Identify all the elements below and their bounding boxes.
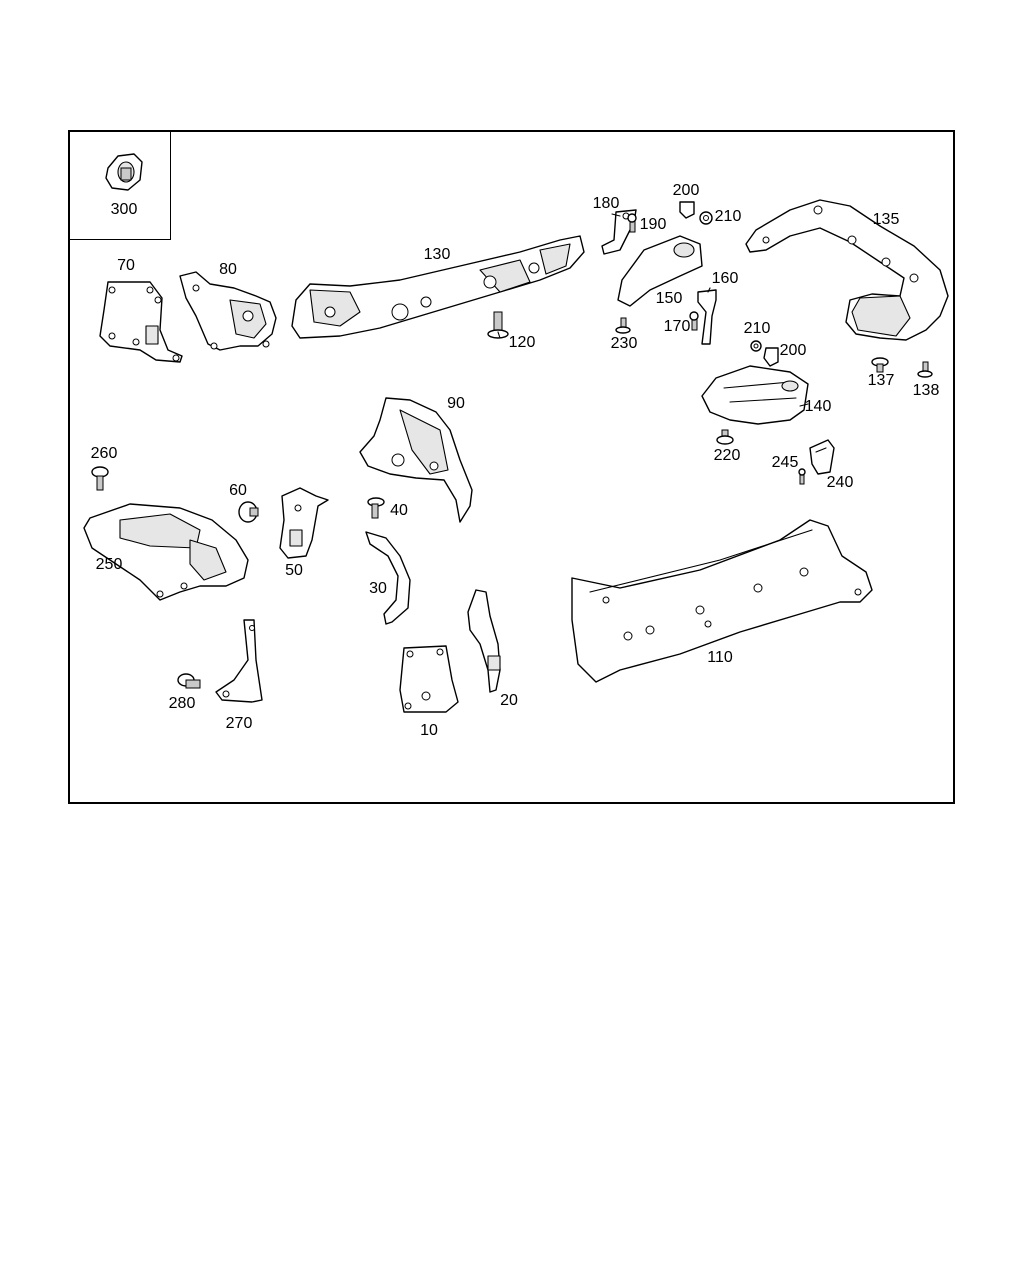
part-150-shield xyxy=(617,235,703,307)
part-130-member xyxy=(291,235,585,339)
label-50: 50 xyxy=(285,562,303,579)
part-110-panel xyxy=(571,519,873,683)
label-250: 250 xyxy=(95,556,123,573)
leader-lines xyxy=(497,213,809,407)
label-135: 135 xyxy=(872,211,900,228)
label-170: 170 xyxy=(663,318,691,335)
part-210b-nut xyxy=(750,340,762,352)
label-180: 180 xyxy=(592,195,620,212)
part-10-bracket xyxy=(399,645,459,713)
part-280-screw xyxy=(177,673,201,689)
label-230: 230 xyxy=(610,335,638,352)
label-190: 190 xyxy=(639,216,667,233)
label-140: 140 xyxy=(804,398,832,415)
label-60: 60 xyxy=(229,482,247,499)
label-70: 70 xyxy=(117,257,135,274)
label-240: 240 xyxy=(826,474,854,491)
part-170-screw xyxy=(689,311,699,331)
part-20-bracket xyxy=(467,589,501,693)
part-220-screw xyxy=(716,429,734,445)
label-270: 270 xyxy=(225,715,253,732)
part-230-screw xyxy=(615,317,631,334)
part-70-panel xyxy=(99,281,183,363)
part-80-panel xyxy=(179,271,277,351)
part-245-screw xyxy=(798,468,806,485)
label-210-top: 210 xyxy=(714,208,742,225)
part-50-bracket xyxy=(279,487,329,559)
label-210-mid: 210 xyxy=(743,320,771,337)
label-90: 90 xyxy=(447,395,465,412)
part-240-bracket xyxy=(809,439,835,475)
label-260: 260 xyxy=(90,445,118,462)
label-138: 138 xyxy=(912,382,940,399)
label-200-top: 200 xyxy=(672,182,700,199)
label-280: 280 xyxy=(168,695,196,712)
label-245: 245 xyxy=(771,454,799,471)
label-20: 20 xyxy=(500,692,518,709)
part-40-screw xyxy=(367,497,385,519)
part-137-clip xyxy=(871,357,889,373)
part-60-nut xyxy=(238,501,259,523)
label-137: 137 xyxy=(867,372,895,389)
part-270-strap xyxy=(215,619,263,703)
part-120-screw xyxy=(487,311,509,339)
part-200b-clip xyxy=(763,347,779,367)
label-10: 10 xyxy=(420,722,438,739)
part-260-screw xyxy=(91,466,109,491)
part-200a-clip xyxy=(679,201,695,219)
inset-box xyxy=(68,130,171,240)
label-30: 30 xyxy=(369,580,387,597)
label-80: 80 xyxy=(219,261,237,278)
label-300: 300 xyxy=(110,201,138,218)
part-138-screw xyxy=(917,361,933,378)
label-130: 130 xyxy=(423,246,451,263)
label-120: 120 xyxy=(508,334,536,351)
part-190-screw xyxy=(627,213,637,233)
part-210a-nut xyxy=(699,211,713,225)
part-250-shield xyxy=(83,503,249,601)
label-160: 160 xyxy=(711,270,739,287)
part-90-panel xyxy=(359,397,473,523)
label-220: 220 xyxy=(713,447,741,464)
part-300-clip xyxy=(105,153,143,191)
part-180-bracket xyxy=(601,209,637,255)
label-40: 40 xyxy=(390,502,408,519)
label-200-mid: 200 xyxy=(779,342,807,359)
part-135-crossmember xyxy=(745,199,949,341)
label-150: 150 xyxy=(655,290,683,307)
part-140-heatshield xyxy=(701,365,809,425)
part-30-strip xyxy=(365,531,411,625)
label-110: 110 xyxy=(707,649,733,666)
part-160-bracket xyxy=(697,289,717,345)
